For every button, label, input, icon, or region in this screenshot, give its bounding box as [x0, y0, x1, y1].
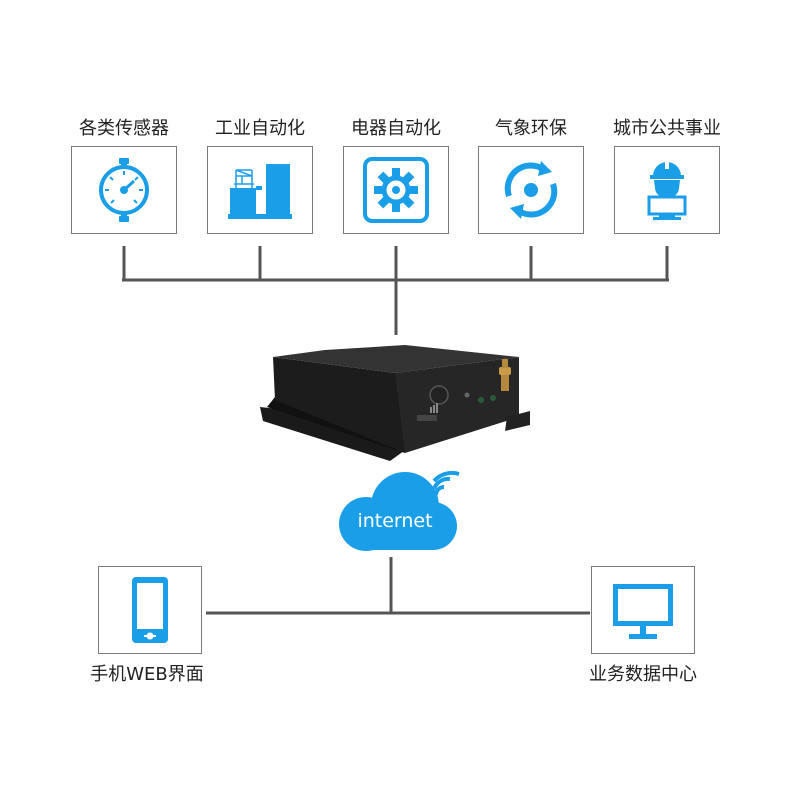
- smartphone-icon: [132, 577, 168, 643]
- category-label-industrial-automation: 工业自动化: [215, 118, 305, 139]
- endpoint-label-mobile-web: 手机WEB界面: [90, 664, 204, 685]
- category-box-sensors: [71, 146, 177, 234]
- category-label-weather-environment: 气象环保: [495, 118, 567, 139]
- endpoint-label-data-center: 业务数据中心: [589, 664, 697, 685]
- gateway-device-image: [260, 345, 530, 461]
- cloud-icon: [339, 470, 460, 551]
- endpoint-box-data-center: [591, 566, 695, 654]
- cloud-label: internet: [357, 510, 433, 532]
- category-box-weather-environment: [478, 146, 584, 234]
- endpoint-box-mobile-web: [98, 566, 202, 654]
- factory-icon: [228, 164, 292, 219]
- category-box-electrical-automation: [343, 146, 449, 234]
- category-box-public-utilities: [614, 146, 720, 234]
- gear-icon: [363, 157, 429, 223]
- monitor-icon: [613, 584, 673, 639]
- worker-computer-icon: [647, 160, 687, 220]
- category-box-industrial-automation: [207, 146, 313, 234]
- category-label-public-utilities: 城市公共事业: [613, 118, 721, 139]
- recycle-arrows-icon: [504, 161, 558, 219]
- category-label-electrical-automation: 电器自动化: [351, 118, 441, 139]
- category-label-sensors: 各类传感器: [79, 118, 169, 139]
- pressure-gauge-icon: [99, 158, 149, 222]
- internet-cloud: internet: [333, 468, 473, 556]
